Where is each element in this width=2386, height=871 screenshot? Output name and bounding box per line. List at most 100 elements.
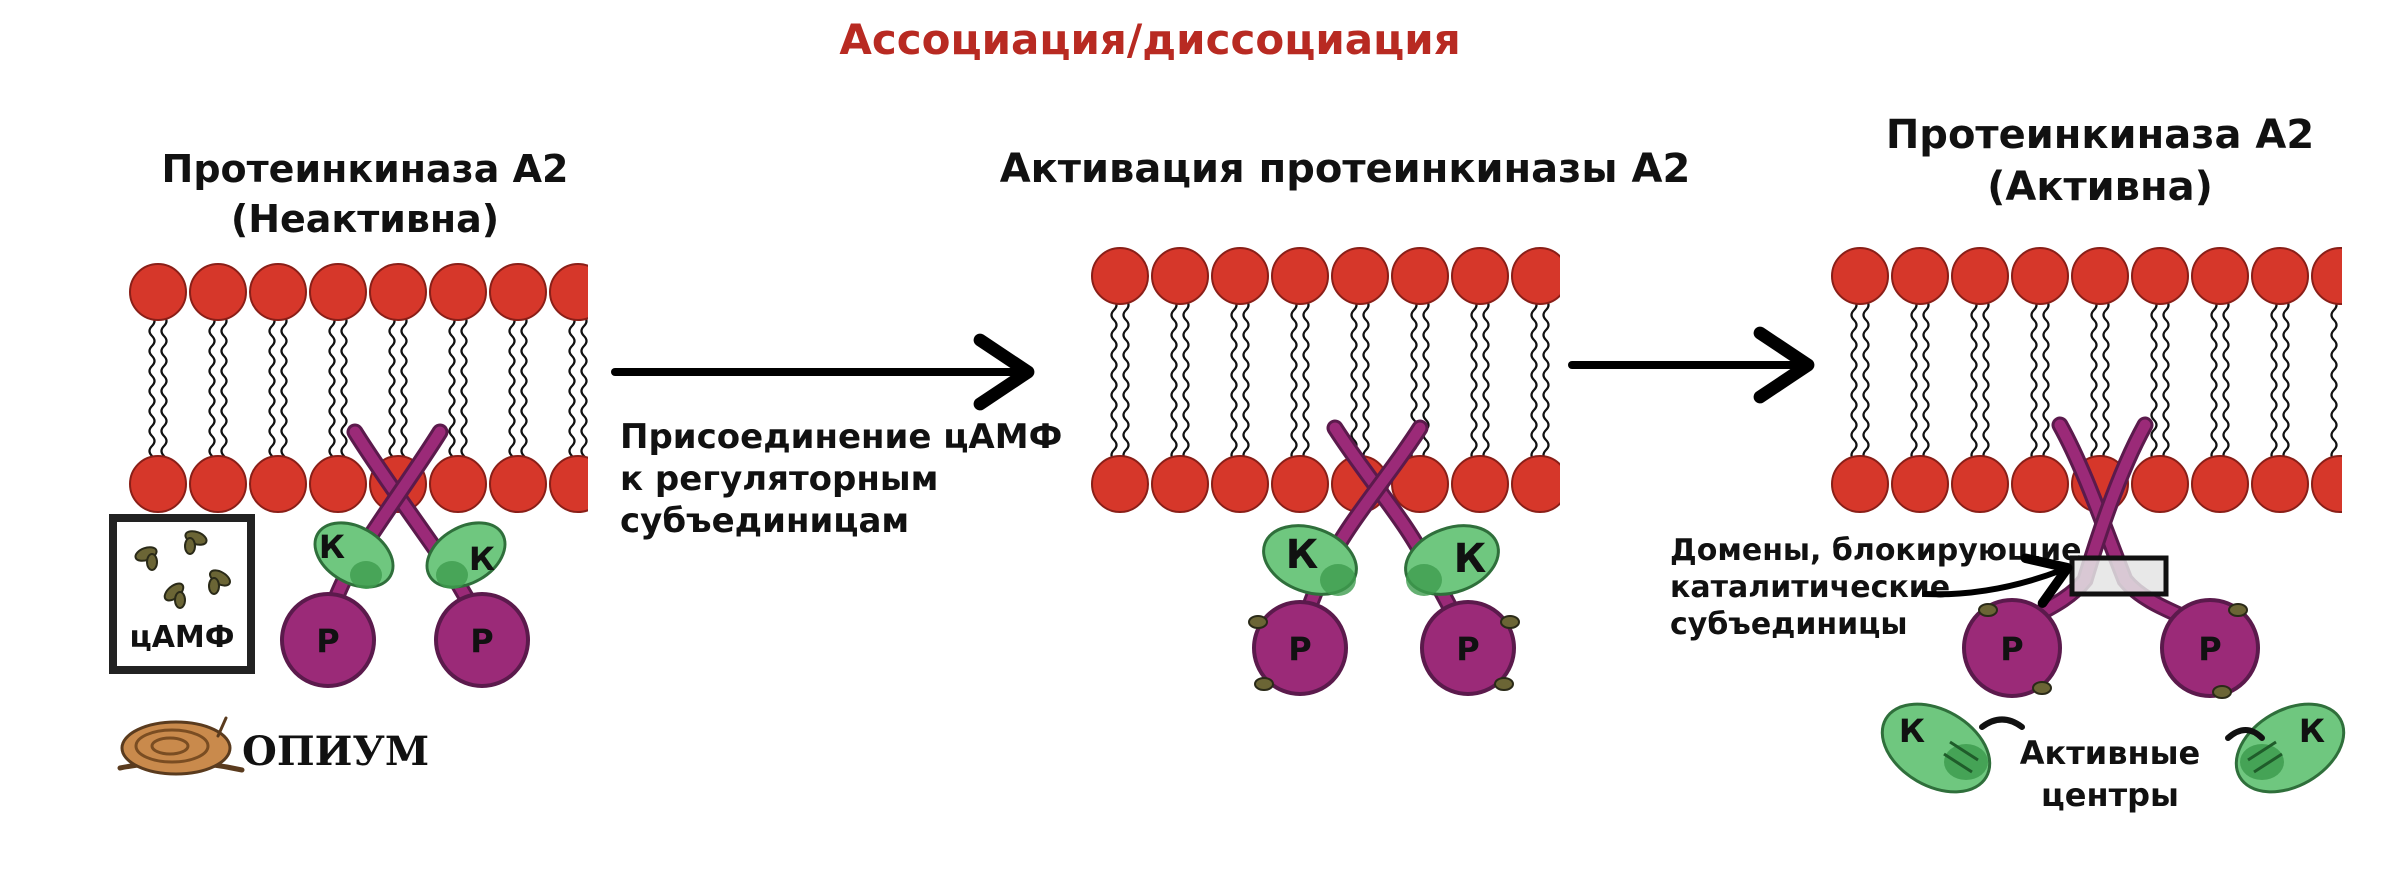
lipid-tail: [1542, 299, 1550, 461]
lipid-head: [1451, 455, 1509, 513]
arrow1-label-line1: Присоединение цАМФ: [620, 417, 1062, 457]
lipid-tail: [1302, 299, 1310, 461]
lipid-tail: [1362, 299, 1370, 461]
bound-camp-icon: [1978, 603, 2052, 695]
membrane-panel3: [1831, 247, 2349, 513]
lipid-tail: [1350, 299, 1358, 461]
lipid-tail: [280, 315, 288, 467]
opium-logo: ОПИУМ: [117, 716, 429, 776]
catalytic-letter: К: [1454, 536, 1487, 582]
regulatory-subunit-right: Р: [2160, 598, 2260, 699]
lipid-head: [1831, 455, 1889, 513]
regulatory-letter: Р: [2000, 630, 2023, 668]
lipid-head: [549, 263, 588, 321]
lipid-tail: [220, 315, 228, 467]
active-centers-label-line1: Активные: [2020, 734, 2200, 772]
lipid-tail: [1970, 299, 1978, 461]
lipid-head: [1151, 247, 1209, 305]
lipid-head: [2131, 455, 2189, 513]
lipid-tail: [520, 315, 528, 467]
regulatory-letter: Р: [316, 622, 339, 660]
lipid-head: [2131, 247, 2189, 305]
lipid-head: [369, 263, 427, 321]
blocking-domains-pointer-arrow: [1922, 553, 2073, 608]
lipid-tail: [1290, 299, 1298, 461]
lipid-tail: [580, 315, 588, 467]
catalytic-letter: К: [319, 528, 345, 566]
lipid-head: [129, 455, 187, 513]
lipid-head: [249, 455, 307, 513]
lipid-tail: [1850, 299, 1858, 461]
membrane-panel2: [1091, 247, 1560, 513]
panel3-heading-line2: (Активна): [1987, 164, 2213, 210]
regulatory-subunit-right: Р: [434, 592, 530, 688]
lipid-head: [189, 455, 247, 513]
lipid-head: [2191, 247, 2249, 305]
lipid-head: [2311, 455, 2342, 513]
regulatory-letter: Р: [470, 622, 493, 660]
lipid-tail: [448, 315, 456, 467]
lipid-head: [489, 455, 547, 513]
lipid-tail: [1922, 299, 1930, 461]
lipid-head: [249, 263, 307, 321]
free-catalytic-subunit-right: К: [2234, 702, 2346, 794]
lipid-tail: [2042, 299, 2050, 461]
lipid-head: [2071, 247, 2129, 305]
regulatory-letter: Р: [2198, 630, 2221, 668]
regulatory-subunit-right: Р: [1420, 600, 1520, 696]
lipid-tail: [148, 315, 156, 467]
active-centers-label-line2: центры: [2041, 776, 2179, 814]
catalytic-subunit-right: К: [425, 521, 507, 589]
catalytic-subunit-left: К: [1262, 524, 1358, 596]
lipid-tail: [2162, 299, 2170, 461]
lipid-head: [429, 263, 487, 321]
lipid-tail: [1530, 299, 1538, 461]
lipid-head: [1391, 455, 1449, 513]
regulatory-subunit-left: Р: [1248, 600, 1348, 696]
lipid-head: [1891, 247, 1949, 305]
lipid-tail: [2330, 299, 2338, 461]
logo-text: ОПИУМ: [242, 728, 429, 775]
catalytic-subunit-right: К: [1404, 524, 1500, 596]
camp-box: цАМФ: [109, 514, 255, 674]
lipid-tail: [1170, 299, 1178, 461]
blocking-domains-label-line3: субъединицы: [1670, 607, 1908, 642]
lipid-head: [1511, 247, 1560, 305]
lipid-tail: [1482, 299, 1490, 461]
lipid-tail: [1110, 299, 1118, 461]
lipid-tail: [400, 315, 408, 467]
lipid-tail: [2150, 299, 2158, 461]
lipid-tail: [1122, 299, 1130, 461]
catalytic-letter: К: [2299, 712, 2325, 750]
lipid-head: [1511, 455, 1560, 513]
active-center-pointer-right: [2225, 727, 2265, 741]
lipid-tail: [2102, 299, 2110, 461]
lipid-tail: [2030, 299, 2038, 461]
arrow1-label-line2: к регуляторным: [620, 459, 938, 499]
lipid-head: [2011, 455, 2069, 513]
catalytic-letter: К: [1899, 712, 1925, 750]
bound-camp-icon: [1494, 615, 1520, 691]
lipid-tail: [1862, 299, 1870, 461]
lipid-tail: [1242, 299, 1250, 461]
bound-camp-icon: [1248, 615, 1274, 691]
lipid-tail: [2344, 300, 2349, 460]
snail-icon: [117, 716, 245, 776]
lipid-tail: [568, 315, 576, 467]
lipid-head: [1451, 247, 1509, 305]
active-center-pointer-left: [1979, 716, 2025, 730]
lipid-head: [1271, 247, 1329, 305]
lipid-head: [1891, 455, 1949, 513]
lipid-tail: [2270, 299, 2278, 461]
bound-camp-icon: [2212, 603, 2248, 699]
panel3-heading-line1: Протеинкиназа А2: [1886, 112, 2314, 158]
lipid-head: [1391, 247, 1449, 305]
lipid-head: [1211, 247, 1269, 305]
lipid-head: [1211, 455, 1269, 513]
lipid-tail: [508, 315, 516, 467]
blocking-domains-label-line2: каталитические: [1670, 570, 1950, 605]
lipid-tail: [208, 315, 216, 467]
lipid-head: [1831, 247, 1889, 305]
main-title: Ассоциация/диссоциация: [839, 15, 1460, 64]
